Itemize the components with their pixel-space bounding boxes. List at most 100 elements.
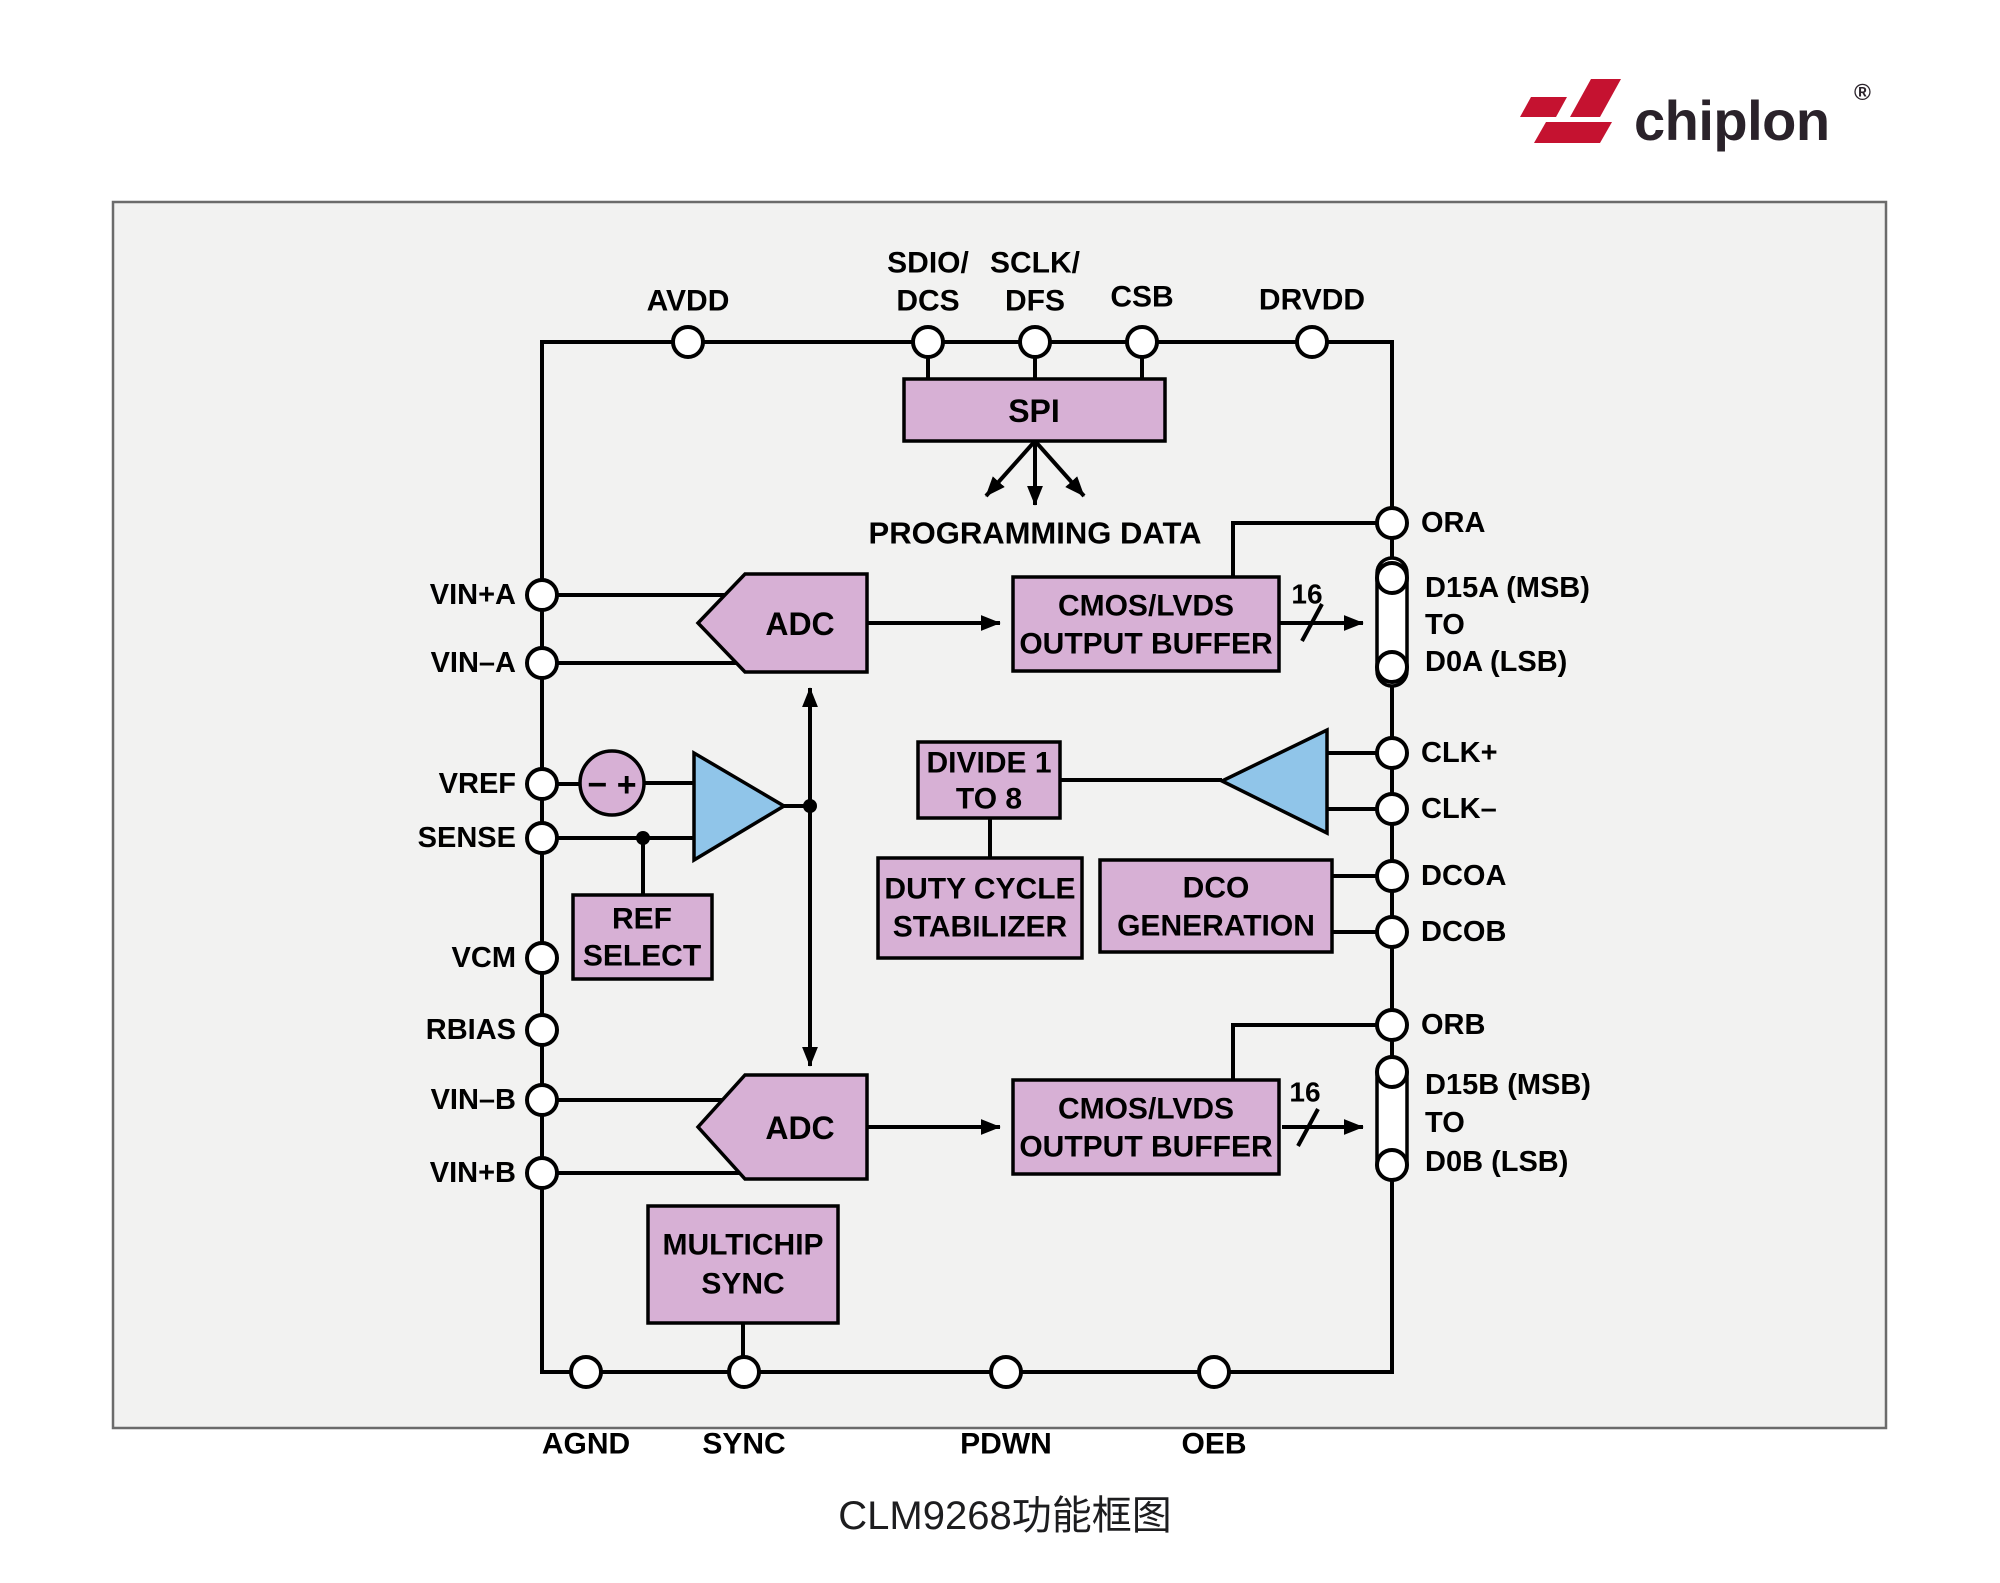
buffer-b-label-line1: CMOS/LVDS	[1058, 1093, 1234, 1126]
spi-arrow-right	[1033, 439, 1086, 498]
pin-d15a	[1375, 561, 1409, 595]
pin-label-vin-plus-b: VIN+B	[430, 1157, 516, 1189]
pin-clk-plus	[1375, 736, 1409, 770]
pin-dcob	[1375, 915, 1409, 949]
pin-drvdd	[1295, 325, 1329, 359]
logo-mark-bar-top-left	[1520, 97, 1567, 117]
pin-pdwn	[989, 1355, 1023, 1389]
logo-mark-bar-bottom	[1534, 122, 1612, 143]
pin-label-pdwn: PDWN	[960, 1428, 1052, 1461]
pin-vin-minus-b	[525, 1083, 559, 1117]
buffer-a-label-line1: CMOS/LVDS	[1058, 590, 1234, 623]
pin-label-ora: ORA	[1421, 507, 1486, 539]
pin-label-avdd: AVDD	[647, 285, 730, 318]
pin-vref	[525, 767, 559, 801]
bus-width-label-b: 16	[1289, 1077, 1320, 1108]
pin-label-vcm: VCM	[452, 942, 516, 974]
ref-select-block	[571, 893, 714, 981]
pin-label-csb: CSB	[1110, 281, 1173, 314]
pin-vin-plus-b	[525, 1156, 559, 1190]
pin-label-sclk-line2: DFS	[1005, 285, 1065, 318]
buffer-b-label-line2: OUTPUT BUFFER	[1019, 1131, 1273, 1164]
ref-summing-sign: − +	[587, 766, 636, 804]
pin-label-sync: SYNC	[702, 1428, 785, 1461]
adc-a-label: ADC	[765, 606, 834, 642]
spi-arrow-left	[984, 439, 1037, 498]
pin-label-d15a: D15A (MSB)	[1425, 572, 1590, 604]
pin-label-orb: ORB	[1421, 1009, 1485, 1041]
logo-text: chiplon	[1634, 89, 1830, 152]
pin-label-dcoa: DCOA	[1421, 860, 1506, 892]
divider-label-line1: DIVIDE 1	[926, 747, 1051, 780]
multichip-sync-block	[646, 1204, 840, 1325]
programming-data-label: PROGRAMMING DATA	[869, 516, 1202, 551]
logo-mark-bar-top-right	[1570, 79, 1621, 117]
pin-csb	[1125, 325, 1159, 359]
divider-block	[916, 740, 1062, 820]
outer-bus	[540, 340, 1394, 1374]
duty-cycle-block	[876, 856, 1084, 960]
pin-label-sclk-line1: SCLK/	[990, 247, 1081, 280]
output-buffer-b-block	[1011, 1078, 1281, 1176]
adc-b-label: ADC	[765, 1110, 834, 1146]
duty-cycle-label-line1: DUTY CYCLE	[884, 873, 1075, 906]
pin-d15b	[1375, 1055, 1409, 1089]
pin-label-sdio-line2: DCS	[896, 285, 959, 318]
ref-amplifier	[692, 749, 788, 864]
diagram-caption: CLM9268功能框图	[838, 1494, 1171, 1538]
pin-label-clk-minus: CLK–	[1421, 793, 1497, 825]
ref-output-junction-dot	[803, 799, 817, 813]
bus-width-label-a: 16	[1291, 579, 1322, 610]
pin-oeb	[1197, 1355, 1231, 1389]
buffer-a-label-line2: OUTPUT BUFFER	[1019, 628, 1273, 661]
dco-label-line2: GENERATION	[1117, 910, 1315, 943]
pin-agnd	[569, 1355, 603, 1389]
pin-label-drvdd: DRVDD	[1259, 284, 1365, 317]
registered-trademark-icon: ®	[1854, 79, 1871, 105]
pin-d0a	[1375, 650, 1409, 684]
pin-avdd	[671, 325, 705, 359]
pin-label-to-a: TO	[1425, 609, 1465, 641]
pin-label-dcob: DCOB	[1421, 916, 1506, 948]
pin-vcm	[525, 941, 559, 975]
multichip-label-line2: SYNC	[701, 1268, 784, 1301]
arrow-wires	[802, 439, 1364, 1135]
pin-vin-minus-a	[525, 646, 559, 680]
ref-select-label-line2: SELECT	[583, 940, 701, 973]
pin-sync	[727, 1355, 761, 1389]
ref-summing-node	[578, 749, 646, 817]
pin-label-sdio-line1: SDIO/	[887, 247, 969, 280]
pin-rbias	[525, 1013, 559, 1047]
pin-sense	[525, 821, 559, 855]
pin-ora	[1375, 506, 1409, 540]
pin-label-vin-minus-a: VIN–A	[431, 647, 516, 679]
pin-label-d0a: D0A (LSB)	[1425, 646, 1567, 678]
clock-receiver-amplifier	[1218, 727, 1329, 836]
sense-junction-dot	[636, 831, 650, 845]
spi-label: SPI	[1008, 393, 1060, 429]
pin-label-vref: VREF	[439, 768, 516, 800]
pin-label-vin-plus-a: VIN+A	[430, 579, 516, 611]
pin-label-rbias: RBIAS	[426, 1014, 516, 1046]
ref-select-label-line1: REF	[612, 903, 672, 936]
output-buffer-a-block	[1011, 575, 1281, 673]
pin-label-sense: SENSE	[418, 822, 516, 854]
pin-sclk-dfs	[1018, 325, 1052, 359]
adc-b-block	[695, 1073, 869, 1181]
pin-orb	[1375, 1008, 1409, 1042]
pin-label-d0b: D0B (LSB)	[1425, 1146, 1568, 1178]
spi-block	[902, 377, 1167, 443]
pin-d0b	[1375, 1148, 1409, 1182]
pin-label-oeb: OEB	[1181, 1428, 1246, 1461]
pin-label-clk-plus: CLK+	[1421, 737, 1498, 769]
divider-label-line2: TO 8	[956, 783, 1022, 816]
pin-vin-plus-a	[525, 578, 559, 612]
pin-label-vin-minus-b: VIN–B	[431, 1084, 516, 1116]
duty-cycle-label-line2: STABILIZER	[893, 911, 1068, 944]
adc-a-block	[695, 572, 869, 674]
chiplon-logo: chiplon ®	[1520, 79, 1871, 152]
pin-label-agnd: AGND	[542, 1428, 630, 1461]
pin-label-to-b: TO	[1425, 1107, 1465, 1139]
